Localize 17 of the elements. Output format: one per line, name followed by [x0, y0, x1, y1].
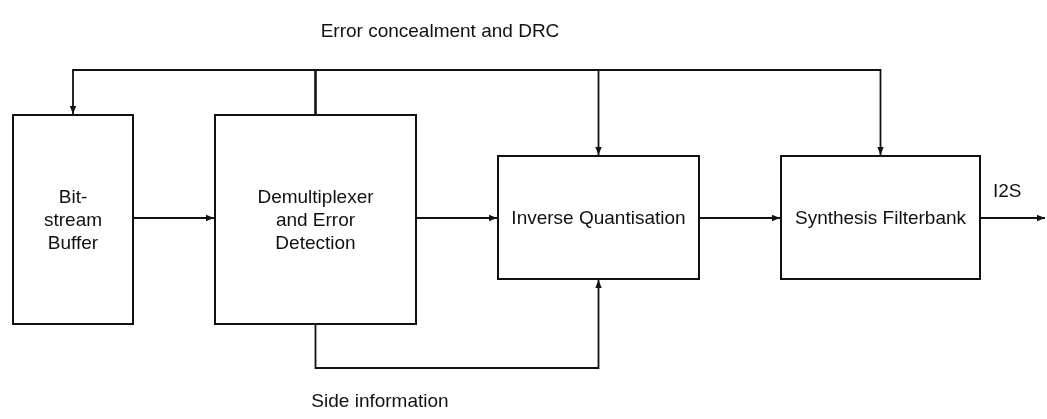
- process-box: [214, 114, 417, 325]
- box-label: Bit- stream Buffer: [42, 185, 104, 254]
- box-label: Inverse Quantisation: [511, 206, 686, 229]
- arrow: [699, 214, 781, 222]
- box-label: Demultiplexer and Error Detection: [256, 185, 375, 254]
- bus-label: Side information: [311, 390, 449, 412]
- arrow: [69, 69, 317, 115]
- arrow: [980, 214, 1046, 222]
- arrow: [314, 279, 602, 369]
- process-box: [780, 155, 981, 280]
- bus-label: Error concealment and DRC: [320, 20, 560, 42]
- process-box: [12, 114, 134, 325]
- arrow: [416, 214, 498, 222]
- process-box: [497, 155, 700, 280]
- arrow: [314, 69, 884, 156]
- arrow: [133, 214, 215, 222]
- box-label: Synthesis Filterbank: [794, 206, 967, 229]
